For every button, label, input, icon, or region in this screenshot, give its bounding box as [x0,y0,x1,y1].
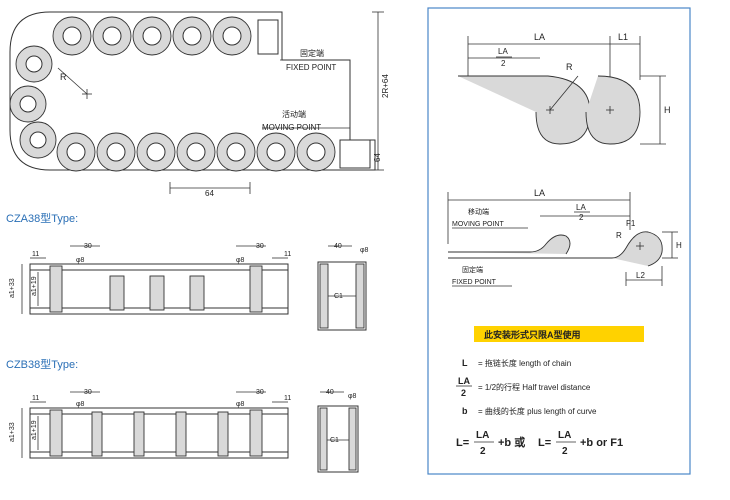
panel-top-la: LA [534,32,545,42]
panel-mid-diagram: LA LA 2 移动端 MOVING POINT F1 R H L2 固定端 F… [447,188,682,287]
legend-text-b: = 曲线的长度 plus length of curve [478,406,597,416]
formula-den-1: 2 [480,446,486,457]
panel-top-la-num: LA [498,47,508,56]
czb-30-left: 30 [84,389,92,396]
panel-top-diagram: LA L1 LA 2 R H [458,32,671,145]
formula-l1: L= [456,437,469,449]
curve-rollers [9,45,57,159]
panel-formula: L= LA 2 +b 或 L= LA 2 +b or F1 [456,430,623,457]
czb-phi8-section: φ8 [348,393,357,400]
czb-cross-section: C1 40 φ8 [317,389,359,473]
formula-l2: L= [538,437,551,449]
cza-top-view: a1+33 a1+19 30 11 φ8 30 11 φ8 [9,243,291,315]
legend-text-la: = 1/2的行程 Half travel distance [478,382,591,392]
radius-label: R [60,72,67,82]
panel-fixed-cn: 固定端 [462,265,483,274]
top-chain-side-view: R 固定端 FIXED POINT 活动端 MOVING POINT 2R+64… [9,11,390,198]
panel-mid-la-den: 2 [579,213,584,222]
czb-c1: C1 [330,437,339,444]
cza-a133: a1+33 [9,278,16,298]
panel-mid-r: R [616,231,622,240]
czb-top-view: a1+33 a1+19 30 11 φ8 30 11 φ8 [9,389,291,459]
formula-den-2: 2 [562,446,568,457]
czb-30-right: 30 [256,389,264,396]
panel-moving-cn: 移动端 [468,207,489,216]
panel-top-r: R [566,62,573,72]
panel-banner-text: 此安装形式只限A型使用 [484,329,581,340]
panel-banner-bg [474,326,644,342]
cza-cross-section: C1 40 φ8 [317,243,369,331]
cza-phi8-section: φ8 [360,247,369,254]
lower-rollers [56,132,371,172]
legend-sym-la-num: LA [458,376,470,386]
formula-num-1: LA [476,430,489,441]
upper-rollers [52,16,279,56]
czb-a119: a1+19 [31,420,38,440]
end-dim-label: 64 [373,153,382,162]
cza-phi8-left: φ8 [76,257,85,264]
moving-end-cn: 活动端 [282,109,306,119]
cza-11-left: 11 [32,251,39,258]
cza-phi8-right: φ8 [236,257,245,264]
width-dim-label: 64 [205,189,214,198]
panel-mid-chain-right [611,231,663,267]
cza-40: 40 [334,243,342,250]
czb-phi8-right: φ8 [236,401,245,408]
panel-mid-l2: L2 [636,271,645,280]
legend-sym-b: b [462,406,468,416]
cza-c1: C1 [334,293,343,300]
panel-mid-la-num: LA [576,203,586,212]
czb-40: 40 [326,389,334,396]
panel-top-chain-left [458,75,591,145]
legend-text-l: = 拖链长度 length of chain [478,358,571,368]
fixed-end-en: FIXED POINT [286,63,336,72]
panel-mid-h: H [676,241,682,250]
formula-num-2: LA [558,430,571,441]
cza-30-right: 30 [256,243,264,250]
fixed-end-cn: 固定端 [300,48,324,58]
moving-end-en: MOVING POINT [262,123,321,132]
cza-30-left: 30 [84,243,92,250]
panel-top-la-den: 2 [501,59,506,68]
panel-fixed-en: FIXED POINT [452,279,497,286]
czb-phi8-left: φ8 [76,401,85,408]
cza-a119: a1+19 [31,276,38,296]
panel-moving-en: MOVING POINT [452,221,504,228]
legend-sym-la-den: 2 [461,388,466,398]
czb-11-left: 11 [32,395,39,402]
czb-title: CZB38型Type: [6,357,78,371]
formula-mid: +b 或 [498,435,525,449]
cza-11-right: 11 [284,251,291,258]
cza-title: CZA38型Type: [6,211,78,225]
panel-top-h: H [664,105,671,115]
panel-legend: L = 拖链长度 length of chain LA 2 = 1/2的行程 H… [456,358,597,416]
czb-11-right: 11 [284,395,291,402]
installation-panel: LA L1 LA 2 R H LA LA [427,7,691,475]
panel-mid-f1: F1 [626,219,636,228]
formula-end: +b or F1 [580,437,623,449]
height-dim-label: 2R+64 [381,74,390,98]
panel-top-l1: L1 [618,32,628,42]
czb-a133: a1+33 [9,422,16,442]
legend-sym-l: L [462,358,468,368]
panel-mid-la: LA [534,188,545,198]
panel-mid-chain-left [448,234,571,255]
